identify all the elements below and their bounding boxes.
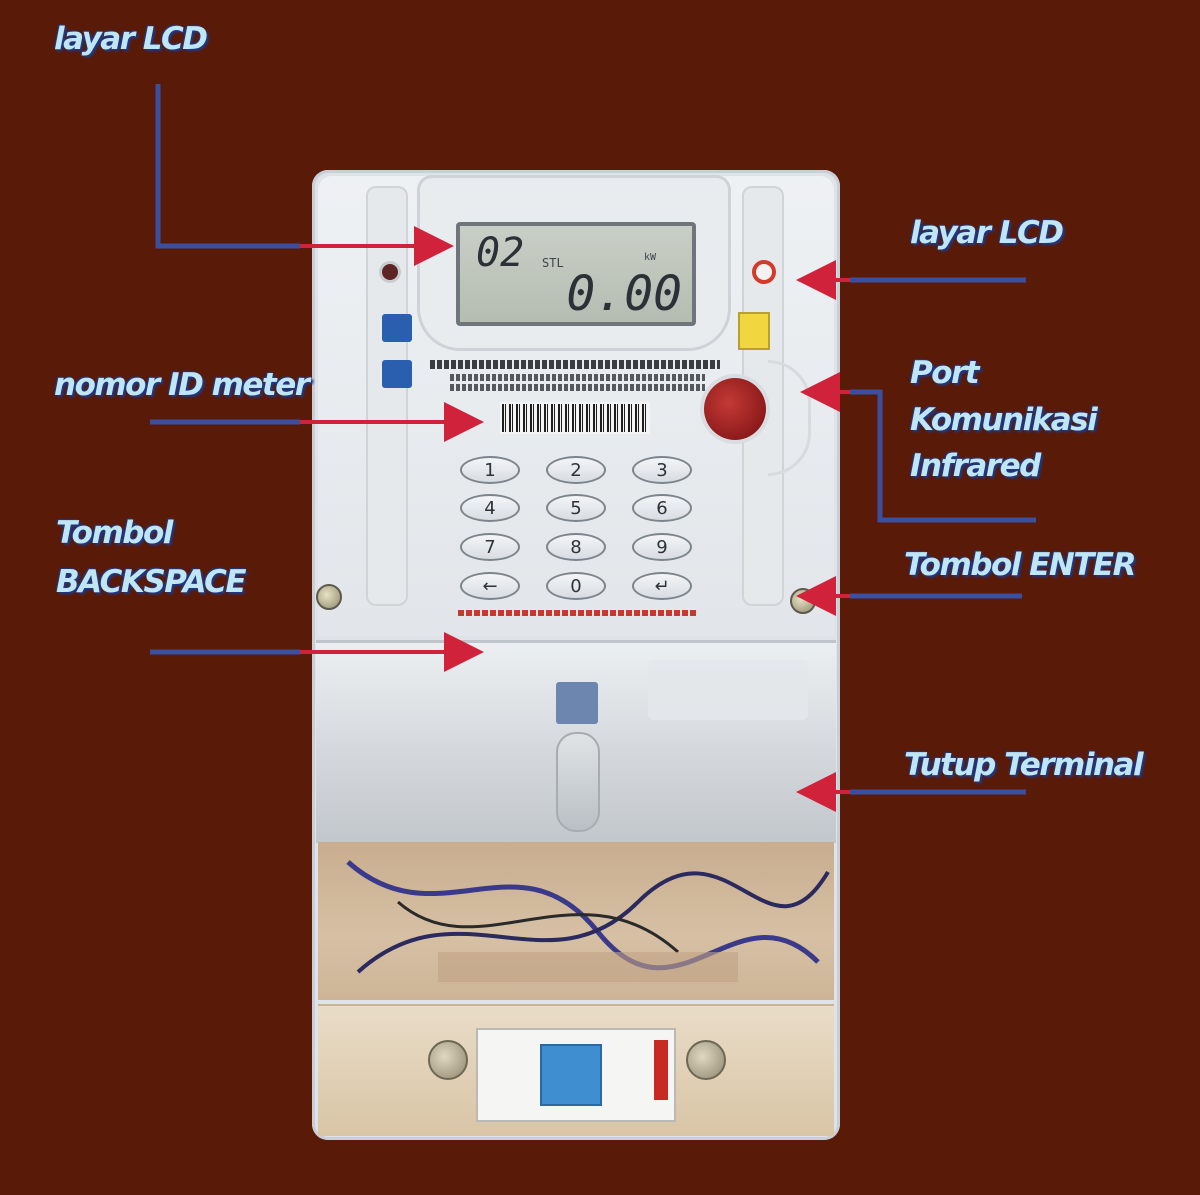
pln-logo-icon — [738, 312, 770, 350]
key-0[interactable]: 0 — [546, 572, 606, 600]
key-enter[interactable]: ↵ — [632, 572, 692, 600]
terminal-screw-left — [428, 1040, 468, 1080]
label-backspace-line2: BACKSPACE — [56, 563, 247, 600]
seal-screw-left — [316, 584, 342, 610]
key-2[interactable]: 2 — [546, 456, 606, 484]
lcd-unit-right: kW — [644, 252, 657, 263]
label-ir-port-line1: Port — [910, 355, 980, 391]
lcd-screen: 02 STL kW 0.00 — [456, 222, 696, 326]
key-5[interactable]: 5 — [546, 494, 606, 522]
brand-logo-icon — [382, 314, 412, 342]
label-ir-port: Port Komunikasi Infrared — [910, 355, 1098, 485]
brand-logo-icon — [382, 360, 412, 388]
label-enter: Tombol ENTER — [904, 547, 1136, 583]
label-meter-id: nomor ID meter — [54, 367, 310, 403]
label-ir-port-line2: Komunikasi — [910, 401, 1098, 438]
terminal-screw-right — [686, 1040, 726, 1080]
label-lcd-right: layar LCD — [910, 215, 1064, 251]
wiring-compartment — [318, 842, 834, 1000]
key-8[interactable]: 8 — [546, 533, 606, 561]
key-4[interactable]: 4 — [460, 494, 520, 522]
meter-id-barcode — [500, 402, 650, 434]
led-indicator-right — [756, 264, 772, 280]
left-rail — [366, 186, 408, 606]
cover-latch — [556, 732, 600, 832]
label-lcd-left: layar LCD — [54, 21, 208, 57]
lcd-code: 02 — [476, 230, 525, 276]
wires-graphic — [346, 860, 830, 982]
key-3[interactable]: 3 — [632, 456, 692, 484]
label-backspace: Tombol BACKSPACE — [56, 515, 247, 600]
lcd-value: 0.00 — [566, 266, 682, 322]
breaker-toggle — [540, 1044, 602, 1106]
leader-ir-port — [850, 389, 1036, 523]
label-ir-port-line3: Infrared — [910, 448, 1041, 485]
label-terminal-cover: Tutup Terminal — [904, 747, 1144, 783]
key-6[interactable]: 6 — [632, 494, 692, 522]
cover-tab — [556, 682, 598, 724]
key-7[interactable]: 7 — [460, 533, 520, 561]
breaker-indicator — [654, 1040, 668, 1100]
key-backspace[interactable]: ← — [460, 572, 520, 600]
key-1[interactable]: 1 — [460, 456, 520, 484]
lcd-unit-left: STL — [542, 256, 564, 270]
leader-lcd-left — [155, 84, 300, 249]
warning-strip — [458, 610, 698, 616]
label-backspace-line1: Tombol — [56, 515, 173, 551]
cover-window — [648, 660, 808, 720]
nameplate — [430, 358, 720, 391]
led-indicator-left — [382, 264, 398, 280]
infrared-port — [704, 378, 766, 440]
key-9[interactable]: 9 — [632, 533, 692, 561]
